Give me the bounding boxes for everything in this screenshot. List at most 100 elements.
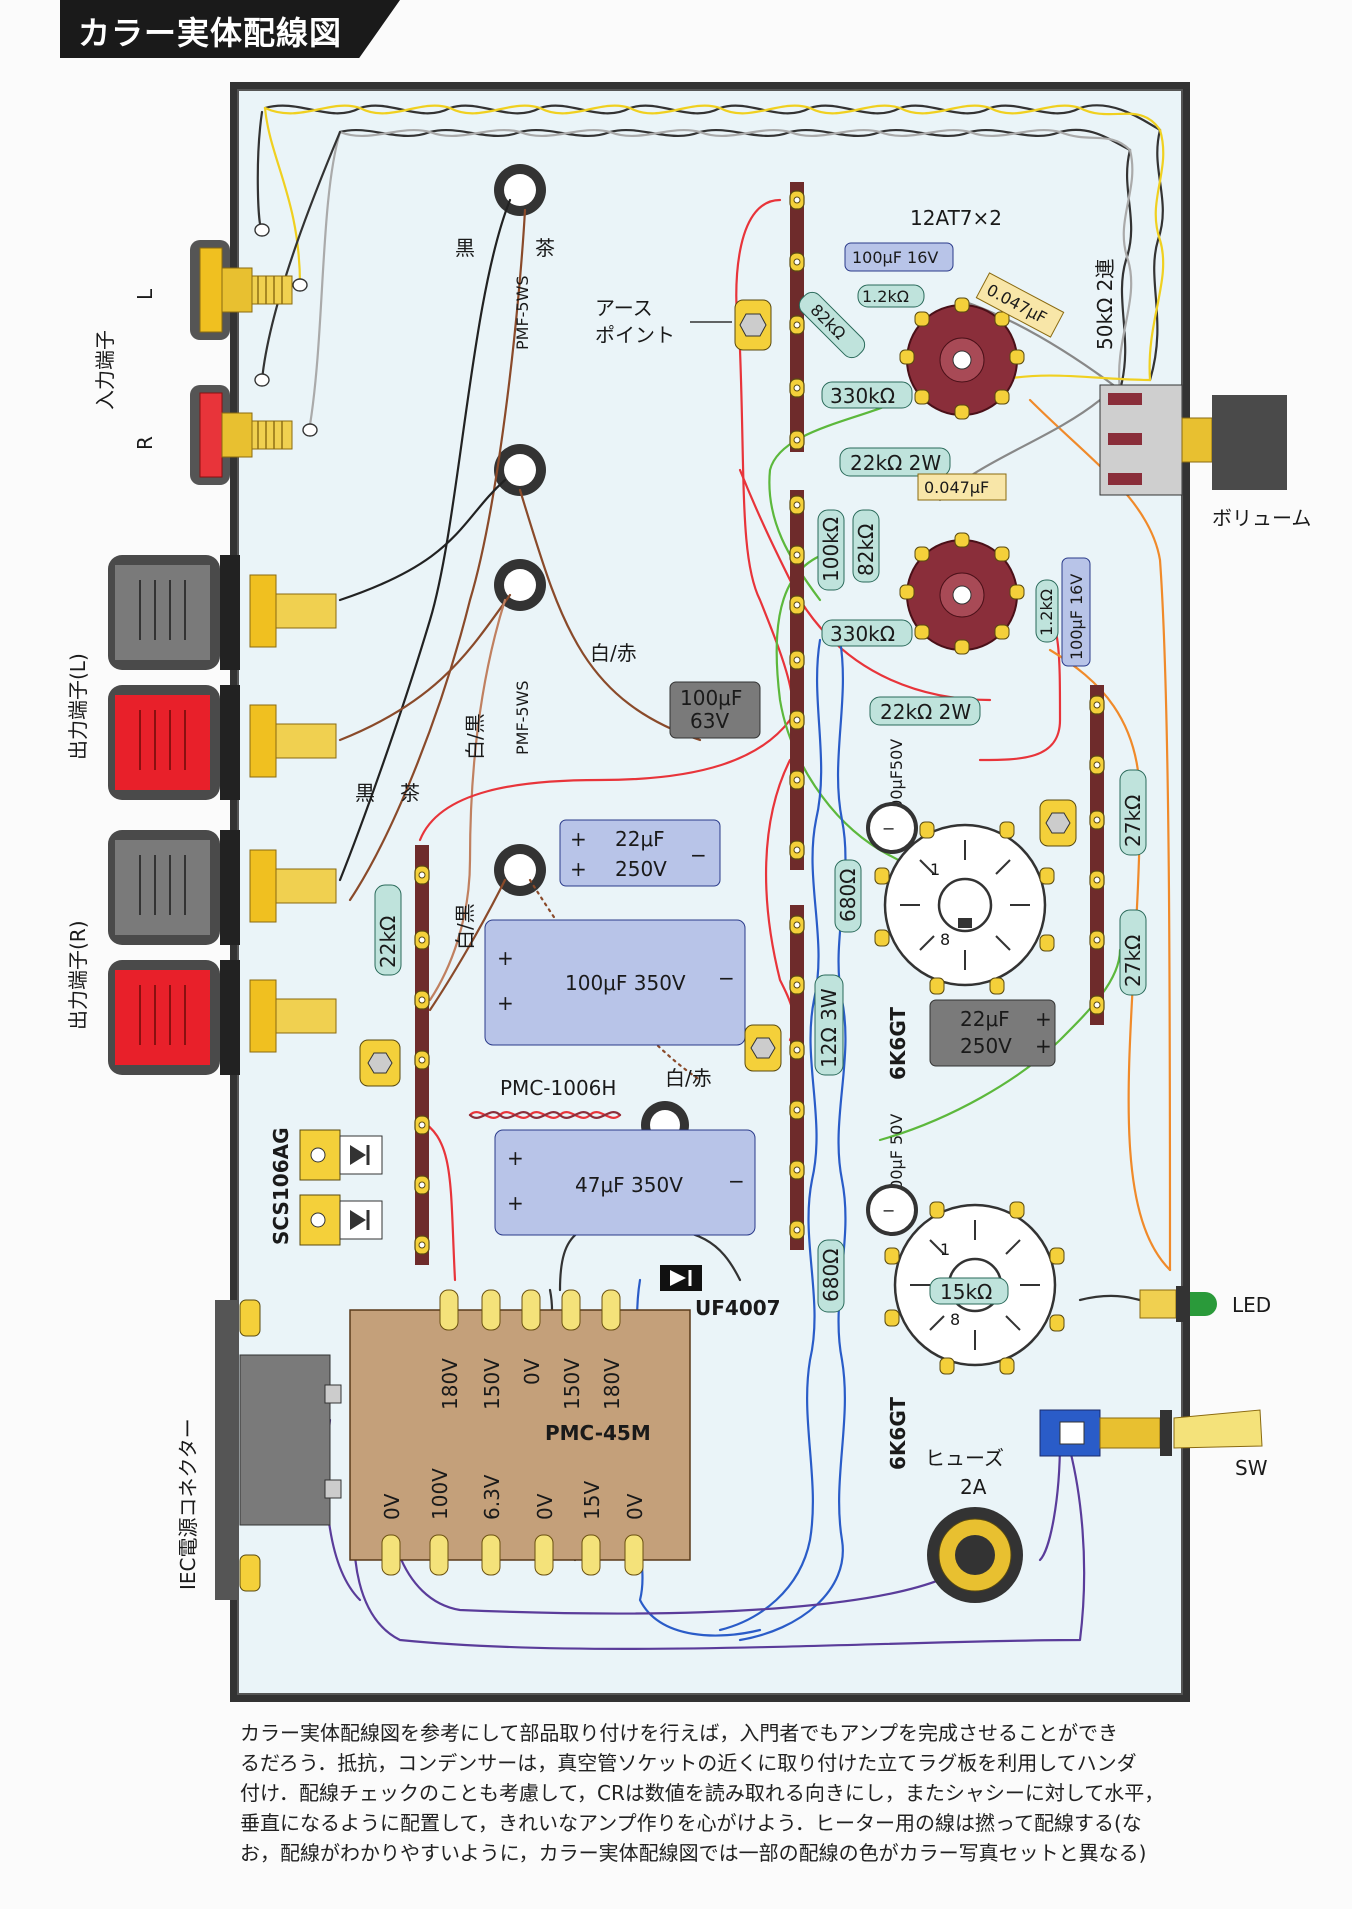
svg-text:+: + — [1035, 1007, 1052, 1031]
svg-text:−: − — [882, 1201, 895, 1220]
caption-line: お，配線がわかりやすいように，カラー実体配線図では一部の配線の色がカラー写真セッ… — [240, 1841, 1147, 1865]
caption-line: 垂直になるように配置して，きれいなアンプ作りを心がけよう．ヒーター用の線は撚って… — [240, 1811, 1142, 1835]
resistor-22k2w-b: 22kΩ 2W — [869, 696, 981, 726]
resistor-330k-a: 330kΩ — [821, 381, 913, 409]
lug-strip-low — [789, 905, 805, 1250]
power-transformer — [349, 1289, 691, 1576]
svg-text:−: − — [718, 966, 735, 990]
svg-text:22μF: 22μF — [960, 1007, 1010, 1031]
tube-socket-12at7-a — [899, 297, 1025, 420]
pt-tap-bot-5: 15V — [580, 1481, 604, 1520]
svg-text:22kΩ: 22kΩ — [376, 916, 400, 968]
cap-100u16v-a: 100μF 16V — [844, 242, 954, 272]
svg-text:680Ω: 680Ω — [836, 869, 860, 922]
svg-text:27kΩ: 27kΩ — [1121, 935, 1145, 987]
svg-text:100μF 16V: 100μF 16V — [1067, 574, 1086, 660]
diode-uf4007 — [660, 1265, 702, 1291]
svg-text:+: + — [497, 946, 514, 970]
output-L-label: 出力端子(L) — [66, 653, 90, 760]
power-switch[interactable] — [1039, 1409, 1263, 1457]
svg-text:27kΩ: 27kΩ — [1121, 795, 1145, 847]
svg-text:22μF: 22μF — [615, 827, 665, 851]
wire-grey-R — [308, 130, 342, 427]
pt-tap-bot-4: 0V — [533, 1493, 557, 1520]
pt-tap-top-5: 180V — [600, 1358, 624, 1410]
pot-wire-black2 — [1118, 148, 1133, 392]
svg-text:22kΩ 2W: 22kΩ 2W — [880, 700, 971, 724]
output-post-L-black[interactable] — [108, 555, 337, 670]
tube-12at7-label: 12AT7×2 — [910, 206, 1002, 230]
purple-wire-1 — [353, 1448, 1086, 1650]
input-L-label: L — [133, 288, 157, 300]
svg-text:−: − — [728, 1169, 745, 1193]
led-label: LED — [1232, 1293, 1271, 1317]
psu-earth-lug — [359, 1039, 401, 1087]
svg-text:1.2kΩ: 1.2kΩ — [1037, 589, 1056, 636]
output-post-L-red[interactable] — [108, 685, 337, 800]
pt-tap-bot-6: 0V — [623, 1493, 647, 1520]
bplus-red-wire — [418, 718, 792, 842]
pot-wire-grey — [1118, 148, 1134, 392]
bplus-red-wire-top — [735, 198, 794, 722]
svg-text:12Ω 3W: 12Ω 3W — [817, 988, 841, 1068]
resistor-1k2-a: 1.2kΩ — [857, 284, 925, 308]
lug-strip-mid — [789, 490, 805, 870]
input-jack-R[interactable] — [190, 385, 293, 485]
svg-text:22kΩ 2W: 22kΩ 2W — [850, 451, 941, 475]
output-transformer-screws — [494, 164, 689, 1149]
caption-line: るだろう．抵抗，コンデンサーは，真空管ソケットの近くに取り付けた立てラグ板を利用… — [240, 1751, 1137, 1775]
svg-text:47μF 350V: 47μF 350V — [575, 1173, 683, 1197]
pt-model-label: PMC-45M — [545, 1421, 651, 1445]
purple-wire-sw — [1038, 1438, 1062, 1562]
resistor-27k-b: 27kΩ — [1119, 909, 1147, 996]
cap-100u63v: 100μF 63V — [669, 681, 761, 739]
output-post-R-black[interactable] — [108, 830, 337, 945]
caption-line: カラー実体配線図を参考にして部品取り付けを行えば，入門者でもアンプを完成させるこ… — [240, 1721, 1118, 1745]
ot-white-black-wire — [428, 598, 507, 1002]
svg-text:+: + — [507, 1191, 524, 1215]
resistor-680-a: 680Ω — [834, 859, 862, 933]
svg-text:82kΩ: 82kΩ — [854, 524, 878, 576]
svg-text:250V: 250V — [615, 857, 667, 881]
cap-100u50v-b-body: − — [866, 1184, 918, 1236]
rectifier-diode-1 — [299, 1129, 383, 1181]
resistor-100k: 100kΩ — [817, 509, 845, 591]
ot1-brown-wire — [348, 208, 527, 902]
ot2-model-label: PMF-5WS — [513, 680, 532, 755]
resistor-22k2w-a: 22kΩ 2W — [839, 447, 951, 477]
svg-text:+: + — [1035, 1034, 1052, 1058]
resistor-22k: 22kΩ — [374, 884, 402, 976]
input-jack-L[interactable] — [190, 240, 293, 340]
svg-text:1.2kΩ: 1.2kΩ — [862, 287, 909, 306]
pt-tap-top-3: 0V — [520, 1358, 544, 1385]
iec-connector[interactable] — [215, 1299, 342, 1600]
output-R-label: 出力端子(R) — [66, 920, 90, 1030]
caption: カラー実体配線図を参考にして部品取り付けを行えば，入門者でもアンプを完成させるこ… — [240, 1718, 1240, 1868]
wire-yellow-L — [263, 106, 302, 287]
earth-point-label-2: ポイント — [595, 323, 675, 347]
choke-label: PMC-1006H — [500, 1076, 616, 1100]
cap-100u16v-b: 100μF 16V — [1061, 557, 1091, 667]
svg-text:100μF: 100μF — [680, 686, 742, 710]
volume-pot[interactable] — [1099, 384, 1287, 496]
earth-point — [734, 299, 772, 351]
cap-47u350v: ++ 47μF 350V − — [494, 1129, 756, 1236]
pt-tap-bot-1: 0V — [380, 1493, 404, 1520]
fuse-holder[interactable] — [927, 1507, 1023, 1603]
wire-black-label: 黒 — [455, 236, 475, 260]
iec-label: IEC電源コネクター — [176, 1418, 200, 1590]
ot2-white-red-wire — [518, 488, 702, 742]
svg-text:−: − — [882, 819, 895, 838]
input-R-label: R — [133, 436, 157, 450]
jack-L-eyelet — [254, 223, 270, 237]
resistor-12-3w: 12Ω 3W — [814, 974, 844, 1076]
wire-white-red2-label: 白/赤 — [665, 1066, 712, 1090]
tube-b-pin1: 1 — [940, 1240, 950, 1259]
cap-100u50v-a-body: − — [866, 802, 918, 854]
yellow-wire-pot — [998, 374, 1152, 382]
output-post-R-red[interactable] — [108, 960, 337, 1075]
ot1-black-wire — [338, 198, 512, 882]
svg-text:+: + — [570, 827, 587, 851]
cap-100u50v-b: 100μF 50V — [887, 1114, 906, 1200]
heater-wire-a — [718, 638, 823, 1632]
